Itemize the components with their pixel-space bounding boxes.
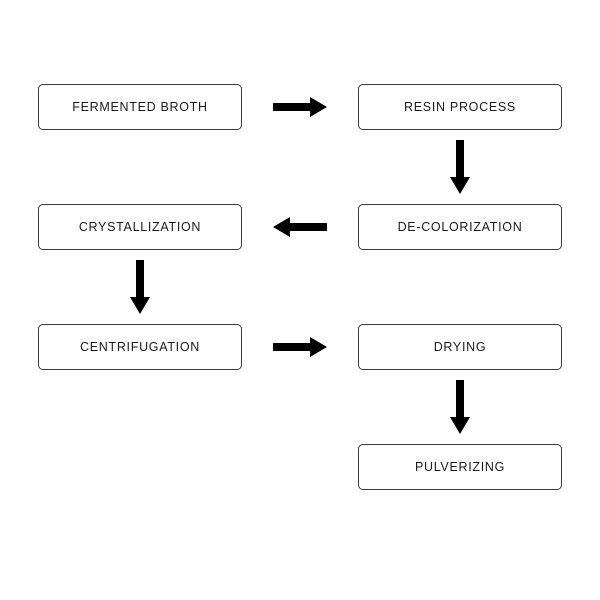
arrow-decolorization-to-crystallization <box>273 216 327 238</box>
arrow-crystallization-to-centrifugation <box>129 260 151 314</box>
process-node-label: DE-COLORIZATION <box>397 219 523 234</box>
arrow-broth-to-resin <box>273 96 327 118</box>
process-node-drying[interactable]: DRYING <box>358 324 562 370</box>
arrow-drying-to-pulverizing <box>449 380 471 434</box>
process-node-label: FERMENTED BROTH <box>72 99 208 114</box>
process-node-label: CRYSTALLIZATION <box>78 219 202 234</box>
process-node-label: RESIN PROCESS <box>404 99 516 114</box>
arrow-glyph-down-icon <box>130 260 150 314</box>
process-node-resin-process[interactable]: RESIN PROCESS <box>358 84 562 130</box>
process-node-pulverizing[interactable]: PULVERIZING <box>358 444 562 490</box>
arrow-centrifugation-to-drying <box>273 336 327 358</box>
arrow-glyph-down-icon <box>450 380 470 434</box>
process-node-label: DRYING <box>433 339 487 354</box>
process-node-fermented-broth[interactable]: FERMENTED BROTH <box>38 84 242 130</box>
arrow-glyph-right-icon <box>273 337 327 357</box>
arrow-glyph-down-icon <box>450 140 470 194</box>
arrow-glyph-left-icon <box>273 217 327 237</box>
process-node-label: PULVERIZING <box>414 459 506 474</box>
process-node-label: CENTRIFUGATION <box>80 339 200 354</box>
process-node-de-colorization[interactable]: DE-COLORIZATION <box>358 204 562 250</box>
process-node-centrifugation[interactable]: CENTRIFUGATION <box>38 324 242 370</box>
arrow-glyph-right-icon <box>273 97 327 117</box>
process-node-crystallization[interactable]: CRYSTALLIZATION <box>38 204 242 250</box>
arrow-resin-to-decolorization <box>449 140 471 194</box>
